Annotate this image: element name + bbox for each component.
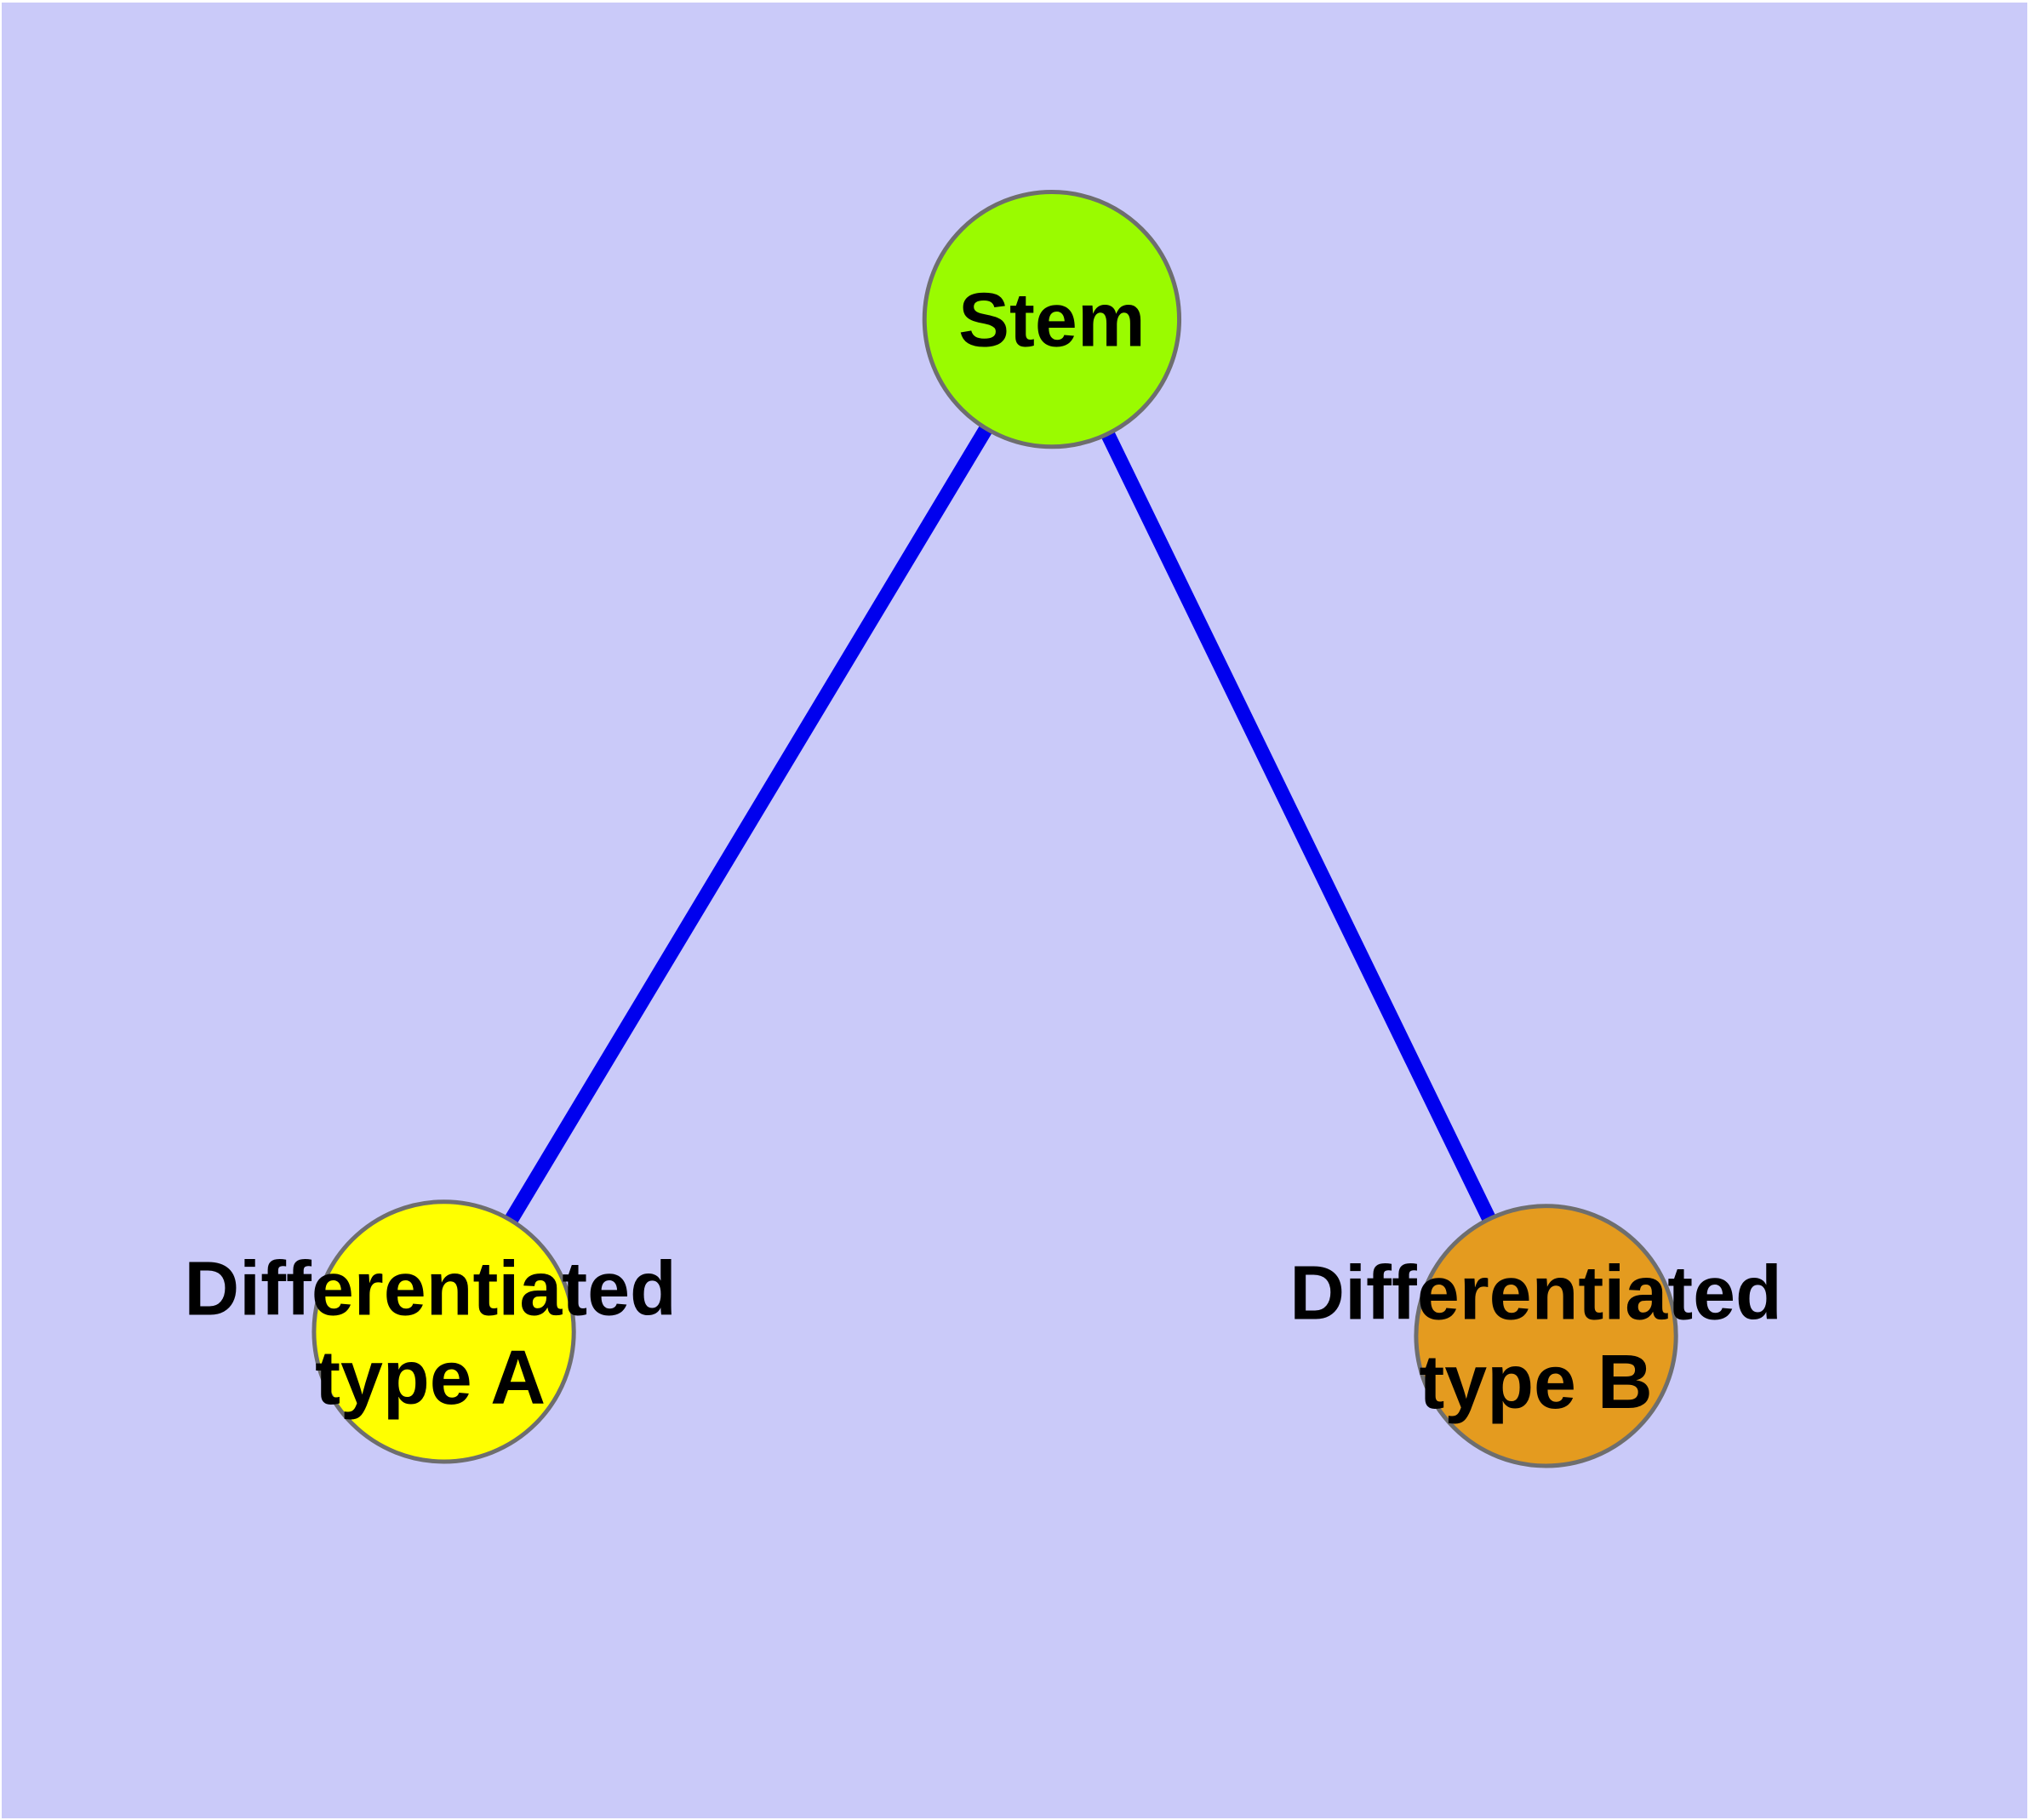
node-layer: [311, 189, 1678, 1468]
edge-stem-to-differentiated-type-b: [1045, 316, 1553, 1340]
node-label-line: Differentiated: [1289, 1251, 1782, 1336]
edge-layer: [437, 315, 1553, 1340]
node-label-line: type B: [1419, 1340, 1652, 1425]
node-label-stem: Stem: [958, 278, 1146, 363]
node-differentiated-type-b: [1414, 1204, 1678, 1468]
node-differentiated-type-a: [311, 1199, 576, 1464]
node-label-line: type A: [315, 1336, 546, 1421]
node-label-line: Differentiated: [184, 1246, 677, 1331]
node-label-line: Stem: [958, 278, 1146, 363]
edge-stem-to-differentiated-type-a: [437, 315, 1059, 1336]
node-stem: [922, 189, 1182, 449]
